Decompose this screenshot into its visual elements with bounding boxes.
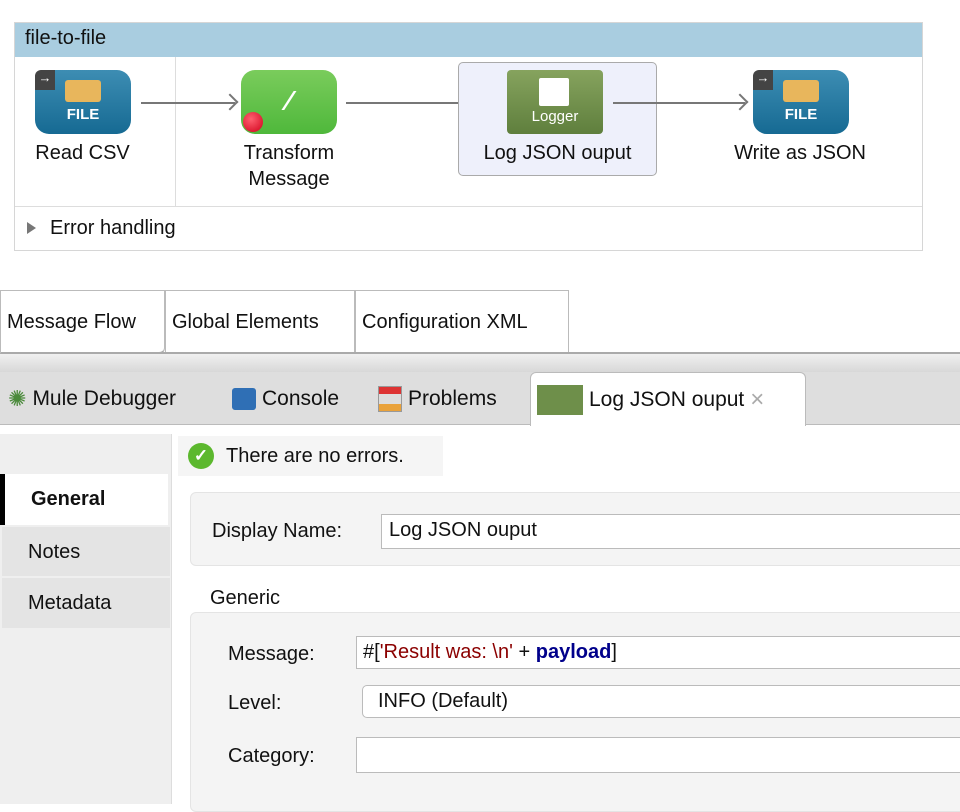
sidebar-item-general[interactable]: General (0, 474, 168, 525)
logger-icon: Logger (507, 70, 603, 134)
error-handling-label: Error handling (50, 217, 176, 239)
message-label: Message: (228, 643, 315, 666)
level-label: Level: (228, 692, 281, 715)
check-circle-icon: ✓ (188, 443, 214, 469)
source-divider (175, 57, 176, 206)
file-icon[interactable]: → FILE (753, 70, 849, 134)
status-text: There are no errors. (226, 445, 404, 468)
level-select[interactable]: INFO (Default) (362, 685, 960, 718)
breakpoint-icon[interactable] (243, 112, 263, 132)
flow-canvas: file-to-file → FILE Read CSV ⁄ Transform… (14, 22, 923, 251)
tab-log-json-ouput[interactable]: Log JSON ouput× (530, 372, 806, 426)
sidebar-item-notes[interactable]: Notes (2, 527, 170, 576)
category-input[interactable] (356, 737, 960, 773)
node-label: Transform Message (215, 140, 363, 192)
tab-mule-debugger[interactable]: ✺Mule Debugger (2, 372, 182, 425)
expand-triangle-icon (27, 222, 36, 234)
display-name-input[interactable]: Log JSON ouput (381, 514, 960, 549)
error-handling-toggle[interactable]: Error handling (15, 206, 922, 251)
file-icon: → FILE (35, 70, 131, 134)
problems-icon (378, 386, 402, 412)
node-label: Log JSON ouput (458, 140, 657, 166)
tab-problems[interactable]: Problems (372, 372, 503, 425)
section-generic-label: Generic (210, 587, 280, 610)
flow-node-read-csv[interactable]: → FILE (35, 70, 131, 134)
sidebar-item-metadata[interactable]: Metadata (2, 578, 170, 628)
node-label: Read CSV (15, 140, 150, 166)
flow-arrow (141, 102, 235, 104)
message-input[interactable]: #['Result was: \n' + payload] (356, 636, 960, 669)
display-name-label: Display Name: (212, 520, 342, 543)
tab-global-elements[interactable]: Global Elements (165, 290, 355, 352)
transform-icon[interactable]: ⁄ (241, 70, 337, 134)
bug-icon: ✺ (8, 386, 26, 412)
tab-console[interactable]: Console (226, 372, 345, 425)
node-label: Write as JSON (705, 140, 895, 166)
flow-arrow (613, 102, 745, 104)
tab-message-flow[interactable]: Message Flow (0, 290, 165, 354)
status-bar: ✓ There are no errors. (178, 436, 443, 476)
close-icon[interactable]: × (750, 386, 764, 414)
tab-configuration-xml[interactable]: Configuration XML (355, 290, 569, 352)
logger-icon (537, 385, 583, 415)
console-icon (232, 388, 256, 410)
flow-title[interactable]: file-to-file (15, 23, 922, 57)
category-label: Category: (228, 745, 315, 768)
